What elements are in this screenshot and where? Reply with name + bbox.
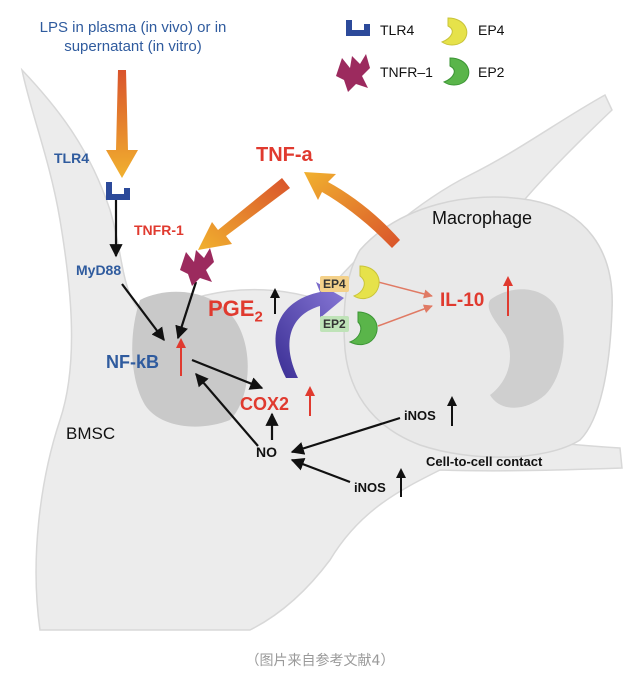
cell-contact-label: Cell-to-cell contact (426, 454, 543, 469)
pge2-main: PGE (208, 296, 255, 321)
inos-lower-label: iNOS (354, 480, 386, 495)
legend-tnfr1-icon (336, 54, 370, 92)
cox2-label: COX2 (240, 394, 290, 414)
up-arrow-nfkb (176, 338, 186, 376)
inos-upper-label: iNOS (404, 408, 436, 423)
up-arrow-il10 (503, 276, 513, 316)
legend-ep4-icon (440, 17, 468, 46)
macrophage-nucleus (488, 289, 564, 408)
lps-arrow (106, 70, 138, 178)
arrow-tnfr1-to-nfkb (175, 281, 198, 340)
ep2-receptor-icon (348, 311, 378, 346)
arrow-ep2-to-il10 (377, 304, 433, 327)
no-label: NO (256, 444, 277, 460)
tlr4-receptor-icon (106, 182, 130, 200)
tnfr1-receptor-icon (180, 248, 214, 286)
figure-caption: （图片来自参考文献4） (245, 653, 395, 669)
up-arrow-cox2 (305, 386, 315, 416)
pge2-subscript: 2 (254, 308, 263, 326)
arrow-ep4-to-il10 (377, 281, 433, 299)
up-arrow-pge2 (270, 288, 280, 314)
arrow-inos-upper-to-no (290, 416, 401, 455)
legend-tlr4-icon (346, 20, 370, 36)
pge2-arrow (275, 282, 344, 378)
arrow-nfkb-to-cox2 (191, 358, 264, 390)
myd88-label: MyD88 (76, 262, 122, 278)
arrow-no-to-nfkb (195, 372, 259, 447)
lps-title-line: LPS in plasma (in vivo) or in supernatan… (39, 19, 227, 55)
tlr4-label: TLR4 (54, 150, 89, 166)
il10-label: IL-10 (440, 290, 485, 311)
bmsc-label: BMSC (66, 424, 116, 443)
ep2-tag: EP2 (320, 316, 349, 332)
tnfa-to-tnfr1-arrow (198, 178, 290, 250)
macrophage-label: Macrophage (432, 208, 533, 228)
ep4-receptor-icon (352, 265, 380, 300)
macrophage-to-tnfa-arrow (304, 172, 400, 248)
up-arrow-inos-lower (396, 468, 406, 497)
legend-ep2-icon (442, 57, 470, 86)
nfkb-label: NF-kB (106, 352, 159, 372)
up-arrow-inos-upper (447, 396, 457, 426)
pge2-label: PGE2 (208, 296, 263, 325)
ep4-tag: EP4 (320, 276, 349, 292)
legend-tlr4-label: TLR4 (380, 22, 415, 38)
arrow-inos-lower-to-no (290, 458, 351, 484)
legend-ep4-label: EP4 (478, 22, 505, 38)
arrow-myd88-to-nfkb (121, 283, 165, 342)
legend-tnfr1-label: TNFR–1 (380, 64, 433, 80)
bmsc-nucleus (132, 291, 248, 427)
tnfa-label: TNF-a (256, 144, 313, 166)
tnfr1-label: TNFR-1 (134, 222, 184, 238)
legend-ep2-label: EP2 (478, 64, 505, 80)
